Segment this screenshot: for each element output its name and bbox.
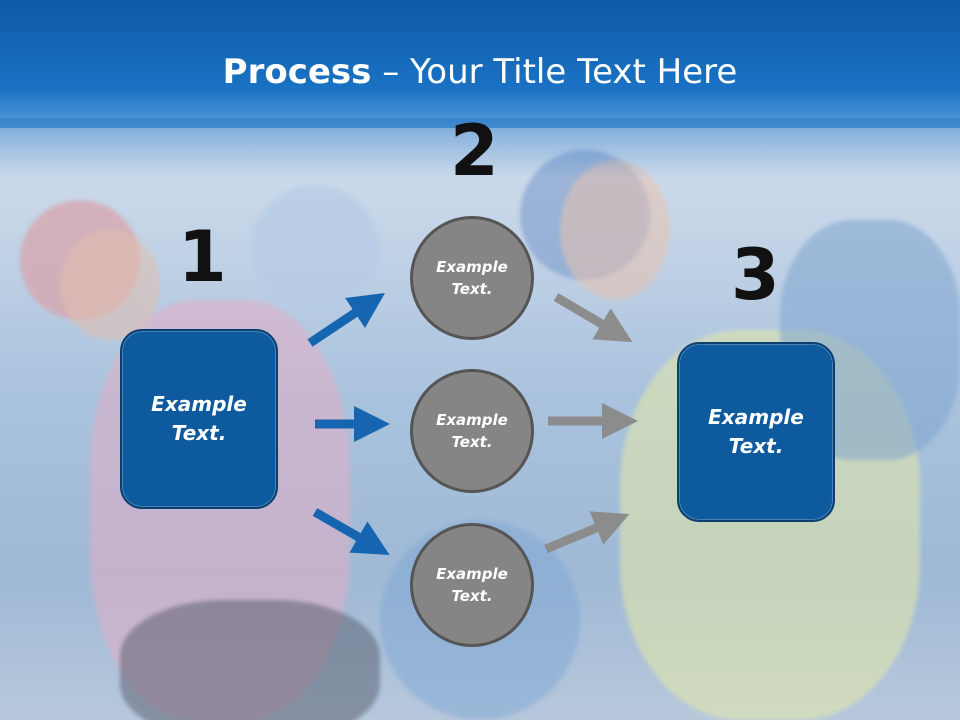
circle-bottom-line1: Example	[436, 564, 508, 583]
right-box-line2: Text.	[728, 434, 784, 458]
background-shape	[560, 160, 670, 300]
circle-bottom-line2: Text.	[451, 587, 493, 605]
title-bar-fade	[0, 118, 960, 178]
slide-title: Process – Your Title Text Here	[0, 52, 960, 92]
circle-top-line1: Example	[436, 257, 508, 276]
circle-top-line2: Text.	[451, 280, 493, 298]
left-box-line2: Text.	[171, 421, 227, 445]
title-text: Your Title Text Here	[410, 52, 738, 92]
arrow-blue-up	[307, 293, 385, 347]
step-number-3: 3	[731, 234, 780, 316]
left-box-line1: Example	[151, 392, 247, 416]
title-bar	[0, 0, 960, 128]
step-number-2: 2	[450, 110, 499, 192]
title-bold: Process	[222, 52, 372, 92]
arrow-gray-down	[553, 293, 633, 343]
title-dash: –	[371, 52, 411, 92]
arrow-blue-down	[312, 508, 390, 555]
step-number-1: 1	[178, 216, 227, 298]
background-shape	[120, 600, 380, 720]
circle-middle-line1: Example	[436, 410, 508, 429]
right-box-line1: Example	[708, 405, 804, 429]
arrow-gray-up	[544, 511, 630, 554]
circle-middle-line2: Text.	[451, 433, 493, 451]
background-shape	[60, 230, 160, 340]
